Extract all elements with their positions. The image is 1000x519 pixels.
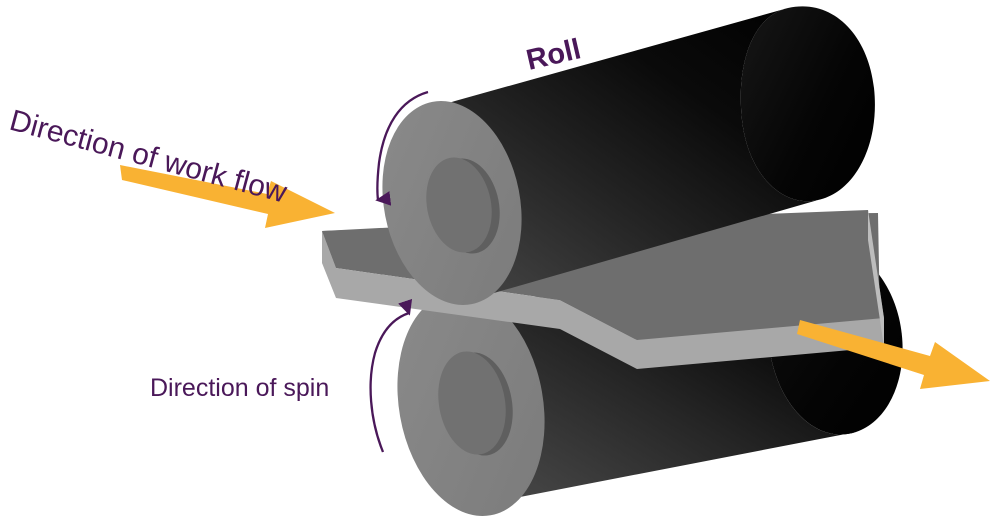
sheet-front-bevel-left (322, 231, 336, 298)
label-direction-of-work-flow: Direction of work flow (6, 104, 290, 210)
top-spin-arrow (375, 90, 429, 206)
bottom-roll-bore (438, 351, 506, 455)
top-roll (382, 6, 875, 305)
outlet-arrow (797, 320, 990, 389)
bottom-spin-arrow (369, 298, 413, 453)
curved-arrow-down-icon (375, 90, 429, 206)
sheet-right-cap (868, 210, 884, 347)
arrow-right-icon-outlet (797, 320, 990, 389)
arrow-right-icon-inlet (120, 165, 335, 228)
top-roll-bore (426, 157, 492, 253)
curved-arrow-up-icon (369, 298, 413, 453)
label-direction-of-spin: Direction of spin (150, 374, 329, 402)
inlet-arrow (120, 165, 335, 228)
top-roll-far-end (740, 6, 875, 202)
